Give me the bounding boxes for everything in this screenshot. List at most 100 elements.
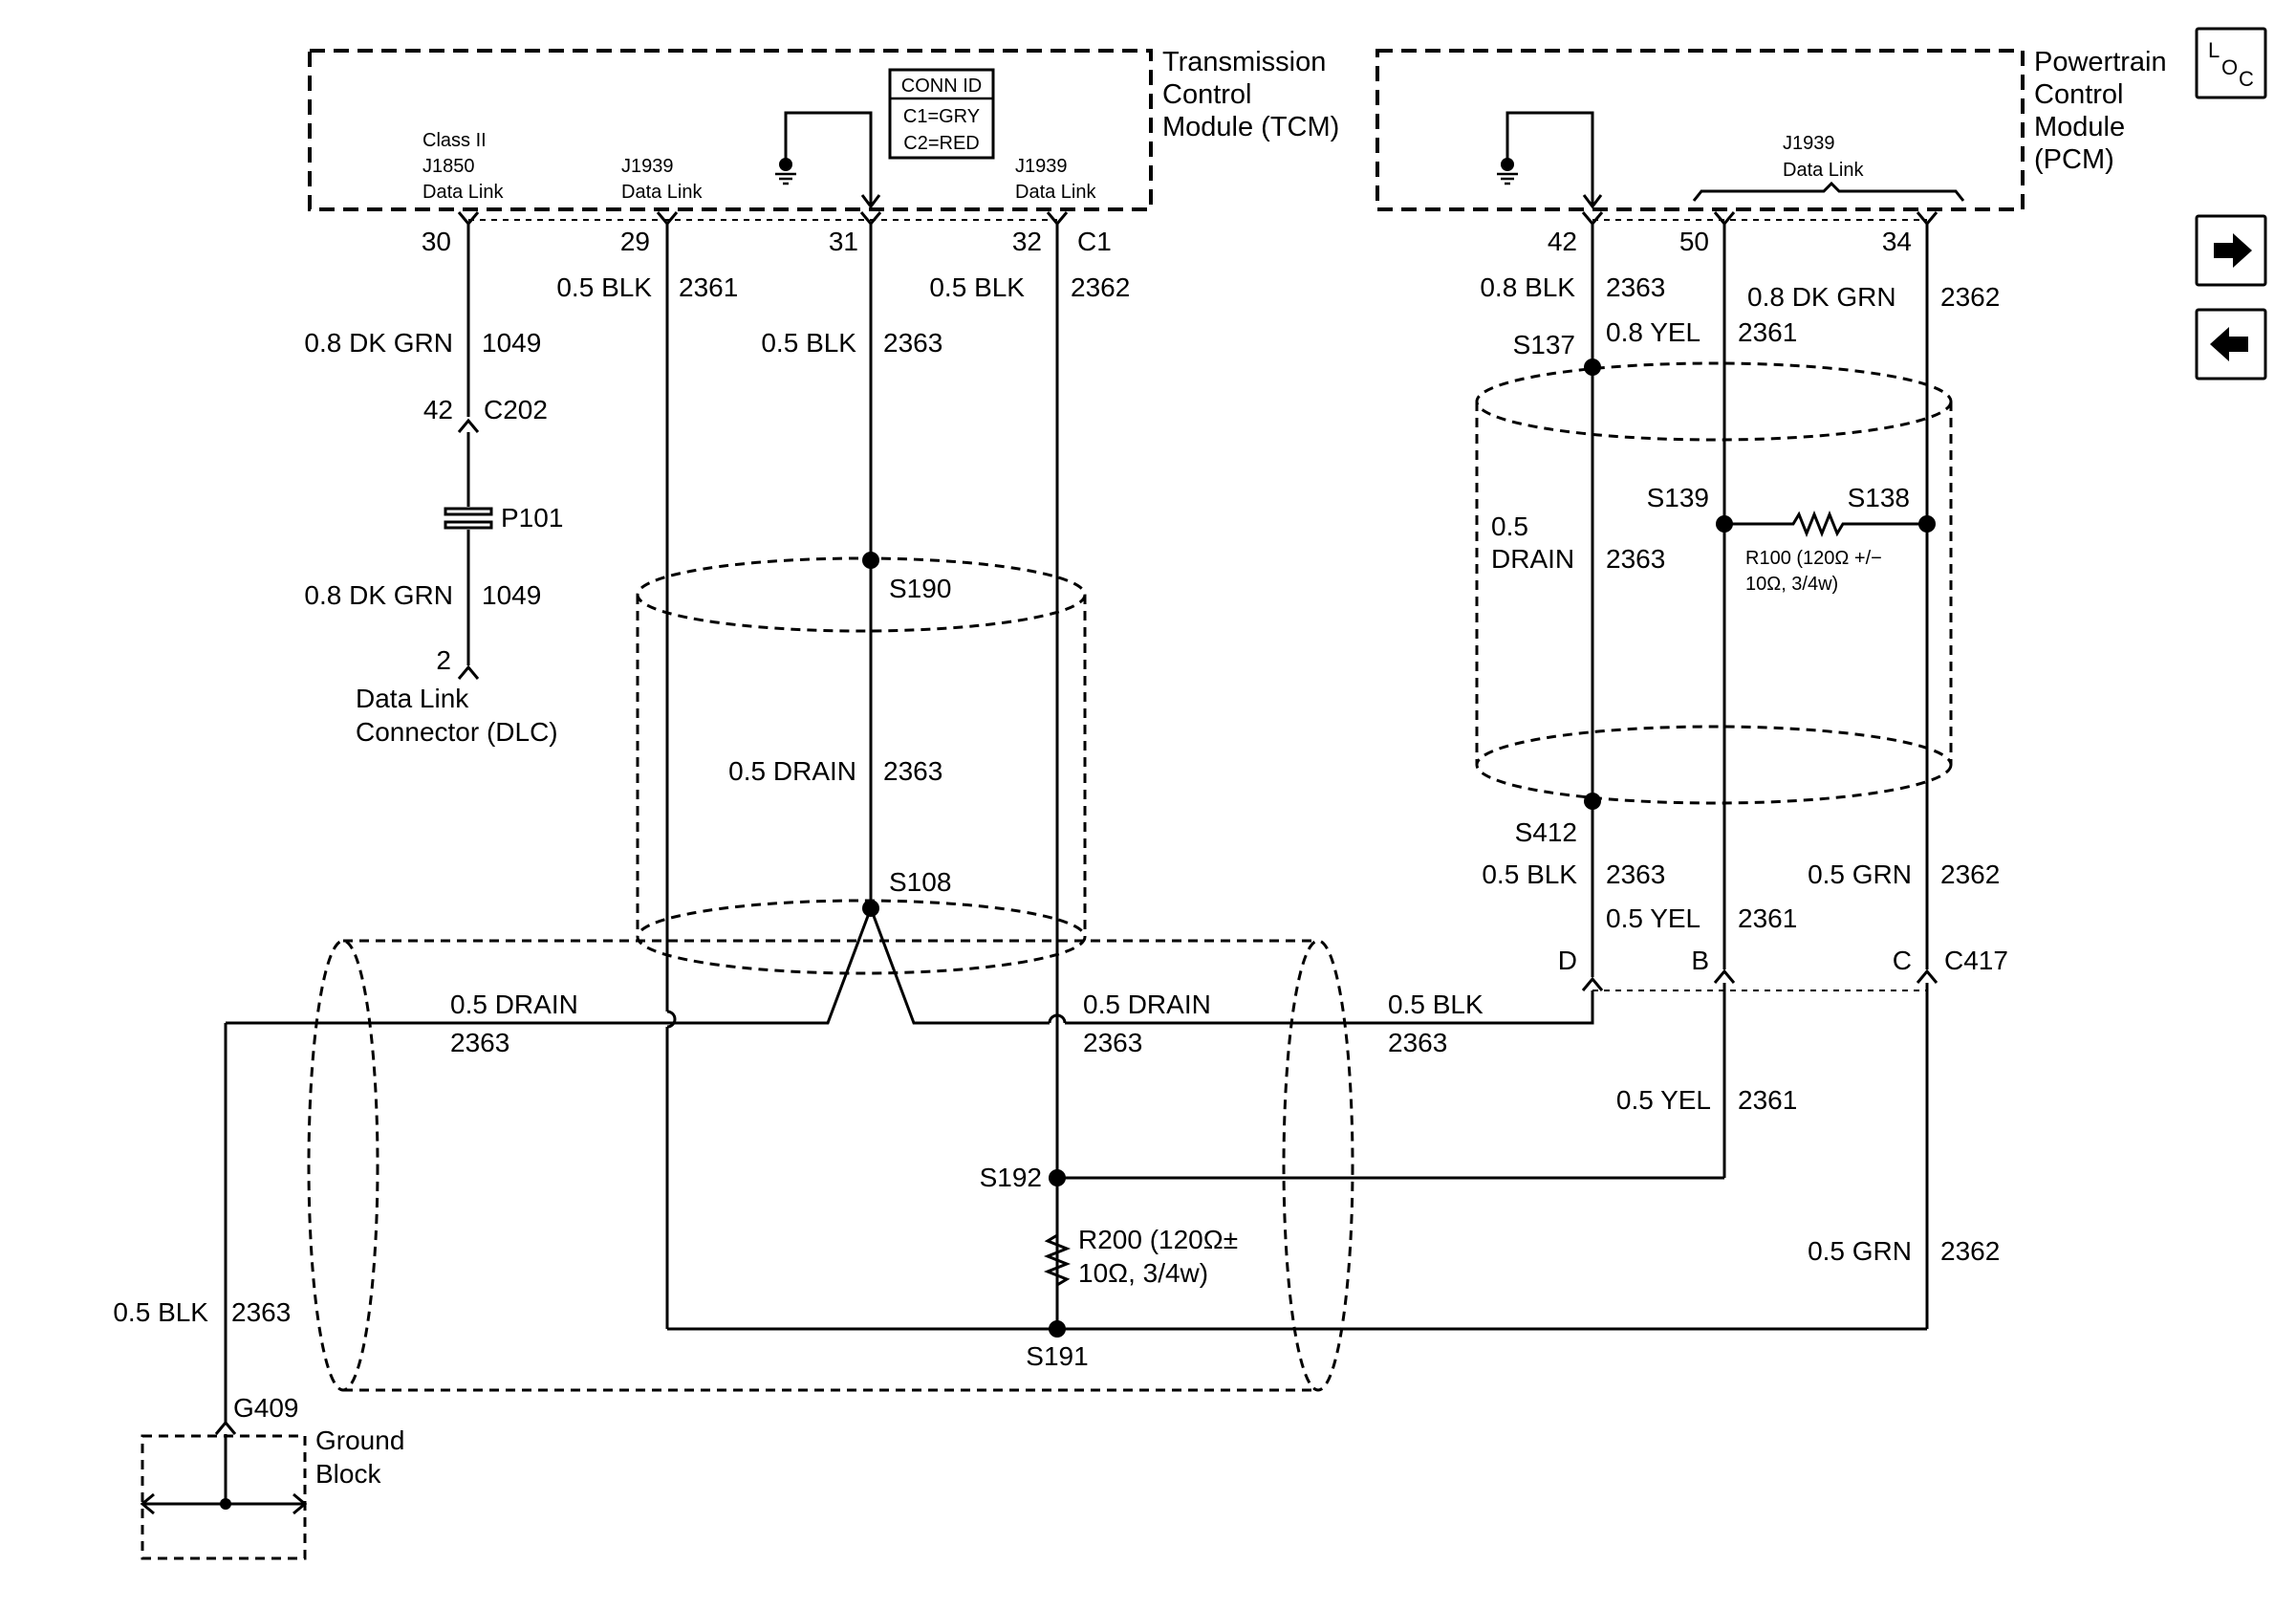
tcm-j1939-left-1: J1939 <box>621 156 674 177</box>
r100-line2: 10Ω, 3/4w) <box>1745 574 1838 595</box>
tcm-j1939-right-1: J1939 <box>1015 156 1068 177</box>
conn-id-c1: C1=GRY <box>903 106 980 127</box>
pcm-module: Powertrain Control Module (PCM) J1939 Da… <box>1375 47 2167 211</box>
drain-mid-size: 0.5 DRAIN <box>728 756 856 786</box>
g409-label: G409 <box>233 1393 299 1423</box>
pcm-j1939-2: Data Link <box>1783 160 1864 181</box>
c417-pin-c: C <box>1893 946 1912 975</box>
tcm31-circuit: 2363 <box>883 328 942 358</box>
pin-42: 42 <box>1548 227 1577 256</box>
class2-label-1: Class II <box>422 130 487 151</box>
conn-id-title: CONN ID <box>901 76 982 97</box>
w1049-top-size: 0.8 DK GRN <box>304 328 453 358</box>
ground-block-1: Ground <box>315 1425 404 1455</box>
pcm-pin-marks <box>1581 211 1939 227</box>
drain-mid-circuit: 2363 <box>883 756 942 786</box>
pcm42-circuit: 2363 <box>1606 272 1665 302</box>
arrow-right-icon <box>2214 233 2252 268</box>
tcm29-size: 0.5 BLK <box>556 272 652 302</box>
pcm-j1939-1: J1939 <box>1783 133 1835 154</box>
next-page-button[interactable] <box>2195 214 2267 287</box>
blk-to-c417-size: 0.5 BLK <box>1388 990 1484 1019</box>
loc-o: O <box>2221 55 2238 79</box>
drain-right-size: 0.5 DRAIN <box>1083 990 1211 1019</box>
pcm-name-line1: Powertrain <box>2034 47 2167 77</box>
wire-1049 <box>444 224 493 680</box>
drain-left-circuit: 2363 <box>450 1028 509 1057</box>
ground-g409 <box>140 1420 308 1560</box>
wire-tcm-29 <box>665 224 1927 1331</box>
w1049-bottom-circuit: 1049 <box>482 580 541 610</box>
ground-wire-size: 0.5 BLK <box>113 1297 208 1327</box>
tcm29-circuit: 2361 <box>679 272 738 302</box>
w1049-bottom-size: 0.8 DK GRN <box>304 580 453 610</box>
tcm32-circuit: 2362 <box>1071 272 1130 302</box>
c417-yel-size: 0.5 YEL <box>1606 903 1700 933</box>
pin-32: 32 <box>1012 227 1042 256</box>
conn-id-c2: C2=RED <box>903 133 979 154</box>
conn-id-table: CONN ID C1=GRY C2=RED <box>888 68 995 160</box>
tcm31-size: 0.5 BLK <box>761 328 856 358</box>
tcm-name-line2: Control <box>1162 79 1252 110</box>
back-page-button[interactable] <box>2195 308 2267 381</box>
pcm-drain-size-2: DRAIN <box>1491 544 1574 574</box>
splice-s412: S412 <box>1515 817 1577 847</box>
drain-left-size: 0.5 DRAIN <box>450 990 578 1019</box>
pcm-internal-ground-icon <box>1495 111 1603 209</box>
r200-line1: R200 (120Ω± <box>1078 1225 1238 1254</box>
pin-34: 34 <box>1882 227 1912 256</box>
c417-pin-b: B <box>1691 946 1709 975</box>
pcm-wires <box>1581 224 1939 1329</box>
c417-blk-circuit: 2363 <box>1606 859 1665 889</box>
splice-s191: S191 <box>1026 1341 1088 1371</box>
ground-block-2: Block <box>315 1459 381 1489</box>
pcm42-size: 0.8 BLK <box>1480 272 1575 302</box>
pcm-shield <box>1475 361 1953 805</box>
drain-right-circuit: 2363 <box>1083 1028 1142 1057</box>
pin-50: 50 <box>1679 227 1709 256</box>
r100-line1: R100 (120Ω +/− <box>1745 548 1882 569</box>
pin-30: 30 <box>422 227 451 256</box>
c417-name: C417 <box>1944 946 2008 975</box>
tcm-internal-ground-icon <box>773 111 881 209</box>
loc-button[interactable]: L O C <box>2195 27 2267 99</box>
below-c417-grn-size: 0.5 GRN <box>1808 1236 1912 1266</box>
pcm-drain-size-1: 0.5 <box>1491 511 1528 541</box>
pcm-drain-circuit: 2363 <box>1606 544 1665 574</box>
c202-pin: 42 <box>423 395 453 424</box>
tcm-module: Transmission Control Module (TCM) CONN I… <box>308 47 1339 211</box>
pcm-name-line2: Control <box>2034 79 2124 110</box>
dlc-name-2: Connector (DLC) <box>356 717 558 747</box>
c417-pin-d: D <box>1558 946 1577 975</box>
r200-line2: 10Ω, 3/4w) <box>1078 1258 1208 1288</box>
pcm-splice-dots <box>1584 359 1936 810</box>
c202-name: C202 <box>484 395 548 424</box>
p101-label: P101 <box>501 503 563 533</box>
tcm-splice-dots <box>862 552 1066 1338</box>
tcm-connector-c1: C1 <box>1077 227 1112 256</box>
c417-grn-size: 0.5 GRN <box>1808 859 1912 889</box>
loc-c: C <box>2239 67 2254 91</box>
splice-s190: S190 <box>889 574 951 603</box>
c417-grn-circuit: 2362 <box>1940 859 2000 889</box>
blk-to-c417-circuit: 2363 <box>1388 1028 1447 1057</box>
below-c417-yel-size: 0.5 YEL <box>1616 1085 1711 1115</box>
class2-label-3: Data Link <box>422 182 504 203</box>
dlc-pin: 2 <box>436 645 451 675</box>
splice-s192: S192 <box>980 1163 1042 1192</box>
tcm-j1939-right-2: Data Link <box>1015 182 1096 203</box>
pcm50-circuit: 2361 <box>1738 317 1797 347</box>
class2-label-2: J1850 <box>422 156 475 177</box>
loc-l: L <box>2208 38 2220 62</box>
splice-s138: S138 <box>1848 483 1910 512</box>
c417-blk-size: 0.5 BLK <box>1482 859 1577 889</box>
tcm-shield-vertical <box>636 556 1087 975</box>
tcm-j1939-left-2: Data Link <box>621 182 703 203</box>
tcm-pin-marks <box>457 211 1069 227</box>
arrow-left-icon <box>2210 327 2248 361</box>
wire-tcm-32 <box>1043 224 1724 1329</box>
below-c417-yel-circuit: 2361 <box>1738 1085 1797 1115</box>
c417-yel-circuit: 2361 <box>1738 903 1797 933</box>
tcm-name-line1: Transmission <box>1162 47 1326 77</box>
